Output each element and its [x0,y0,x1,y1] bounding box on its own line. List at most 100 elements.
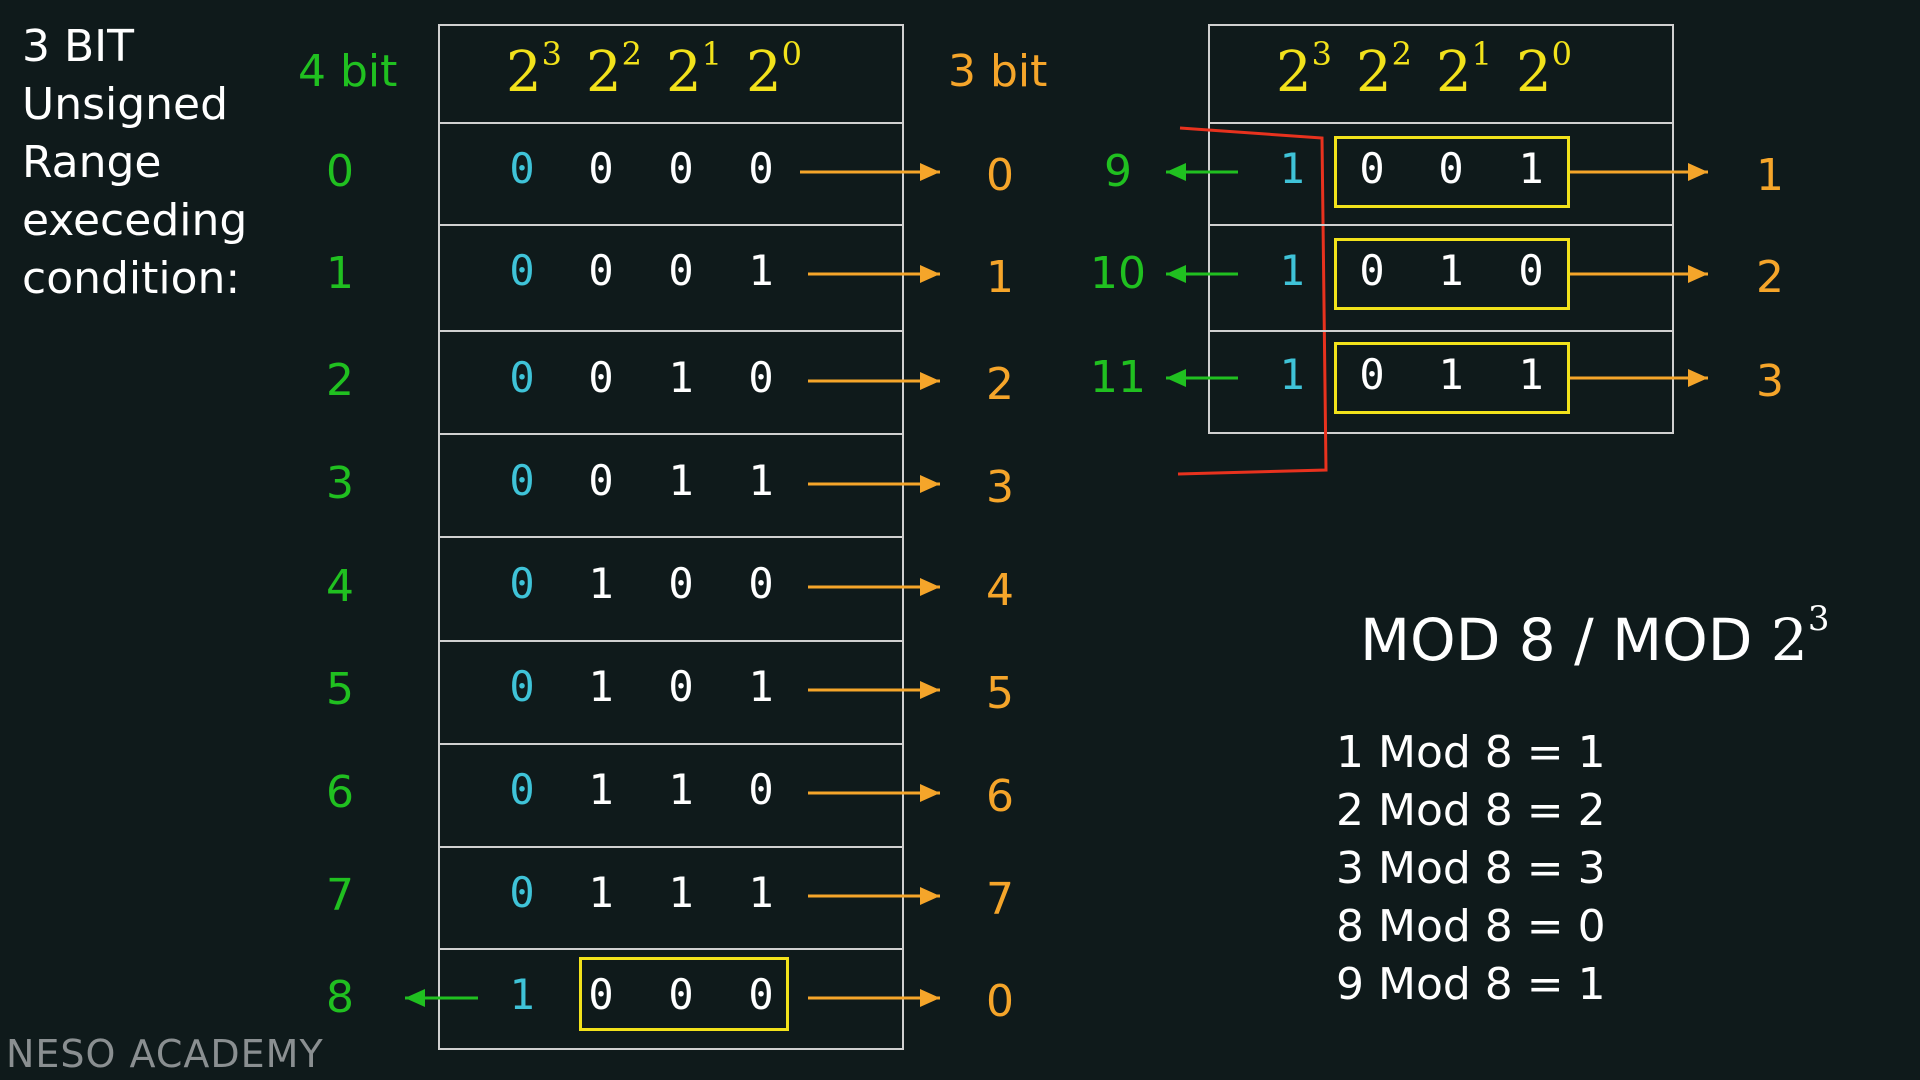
watermark-logo: NESO ACADEMY [6,1032,324,1076]
output-arrow [808,265,940,283]
bit-value: 0 [1359,246,1385,295]
row-divider [438,122,904,124]
msb-bit: 1 [1279,144,1305,193]
row-divider [1208,330,1674,332]
lower-3bits-highlight-box [1334,342,1570,414]
mod-line: 2 Mod 8 = 2 [1336,785,1606,836]
row-divider [438,846,904,848]
right-power-header: 20 [1516,35,1572,105]
power-base: 2 [586,40,622,105]
row-divider [438,536,904,538]
decimal-value: 8 [326,972,354,1023]
bit-value: 0 [1438,144,1464,193]
title-line: condition: [22,253,241,304]
bit-value: 1 [1518,144,1544,193]
msb-discard-divider [1177,126,1328,476]
bit-value: 0 [668,246,694,295]
decimal-value: 6 [326,767,354,818]
right-power-header: 21 [1436,35,1492,105]
output-value: 0 [986,150,1014,201]
mod-line: 3 Mod 8 = 3 [1336,843,1606,894]
output-value: 3 [986,462,1014,513]
bit-value: 0 [588,246,614,295]
bit-value: 0 [748,970,774,1019]
lower-3bits-highlight-box [1334,136,1570,208]
bit-value: 1 [1438,350,1464,399]
mod-line: 1 Mod 8 = 1 [1336,727,1606,778]
row-divider [438,948,904,950]
title-line: Range [22,137,162,188]
bit-value: 0 [1518,246,1544,295]
bit-value: 0 [748,559,774,608]
output-value: 3 [1756,356,1784,407]
decimal-value: 5 [326,664,354,715]
decimal-value: 1 [326,248,354,299]
left-power-header: 23 [506,35,562,105]
msb-bit: 1 [1279,246,1305,295]
bit-value: 0 [668,144,694,193]
bit-value: 1 [588,559,614,608]
msb-bit: 0 [509,456,535,505]
output-value: 5 [986,668,1014,719]
right-power-header: 23 [1276,35,1332,105]
bit-value: 0 [588,456,614,505]
power-exponent: 3 [541,35,562,74]
row-divider [438,743,904,745]
power-base: 2 [1276,40,1312,105]
output-arrow [1570,265,1708,283]
mod-line: 9 Mod 8 = 1 [1336,959,1606,1010]
msb-bit: 1 [1279,350,1305,399]
power-base: 2 [746,40,782,105]
output-arrow [800,163,940,181]
decimal-value: 11 [1090,352,1146,403]
output-arrow [808,475,940,493]
output-arrow [808,887,940,905]
bit-value: 0 [1359,350,1385,399]
msb-bit: 0 [509,353,535,402]
bit-value: 0 [588,353,614,402]
mod-examples: 1 Mod 8 = 1 2 Mod 8 = 2 3 Mod 8 = 3 8 Mo… [1336,724,1606,1014]
power-base: 2 [1356,40,1392,105]
bit-value: 0 [668,559,694,608]
power-exponent: 2 [1391,35,1412,74]
bit-value: 0 [1359,144,1385,193]
msb-bit: 1 [509,970,535,1019]
bit-value: 0 [668,662,694,711]
decimal-value: 4 [326,561,354,612]
output-value: 2 [1756,252,1784,303]
power-exponent: 0 [1551,35,1572,74]
bit-value: 0 [748,353,774,402]
output-arrow [808,578,940,596]
msb-bit: 0 [509,559,535,608]
title-line: 3 BIT [22,21,135,72]
decimal-value: 10 [1090,248,1146,299]
output-value: 0 [986,976,1014,1027]
power-base: 2 [666,40,702,105]
power-exponent: 0 [781,35,802,74]
decimal-arrow [1166,369,1238,387]
bit-value: 1 [748,456,774,505]
power-base: 2 [1516,40,1552,105]
row-divider [1208,122,1674,124]
title-line: Unsigned [22,79,229,130]
bit-value: 1 [748,868,774,917]
output-value: 4 [986,565,1014,616]
mod-title-exp: 3 [1807,598,1830,639]
output-arrow [808,989,940,1007]
output-value: 7 [986,874,1014,925]
power-exponent: 2 [621,35,642,74]
left-power-header: 21 [666,35,722,105]
bit-value: 1 [588,662,614,711]
bit-value: 1 [668,353,694,402]
left-power-header: 22 [586,35,642,105]
mod-title-base: 2 [1770,606,1808,674]
row-divider [438,224,904,226]
bit-value: 0 [588,970,614,1019]
row-divider [438,433,904,435]
bit-value: 0 [748,765,774,814]
decimal-arrow [1166,163,1238,181]
power-exponent: 1 [1471,35,1492,74]
output-value: 2 [986,359,1014,410]
bit-value: 0 [668,970,694,1019]
